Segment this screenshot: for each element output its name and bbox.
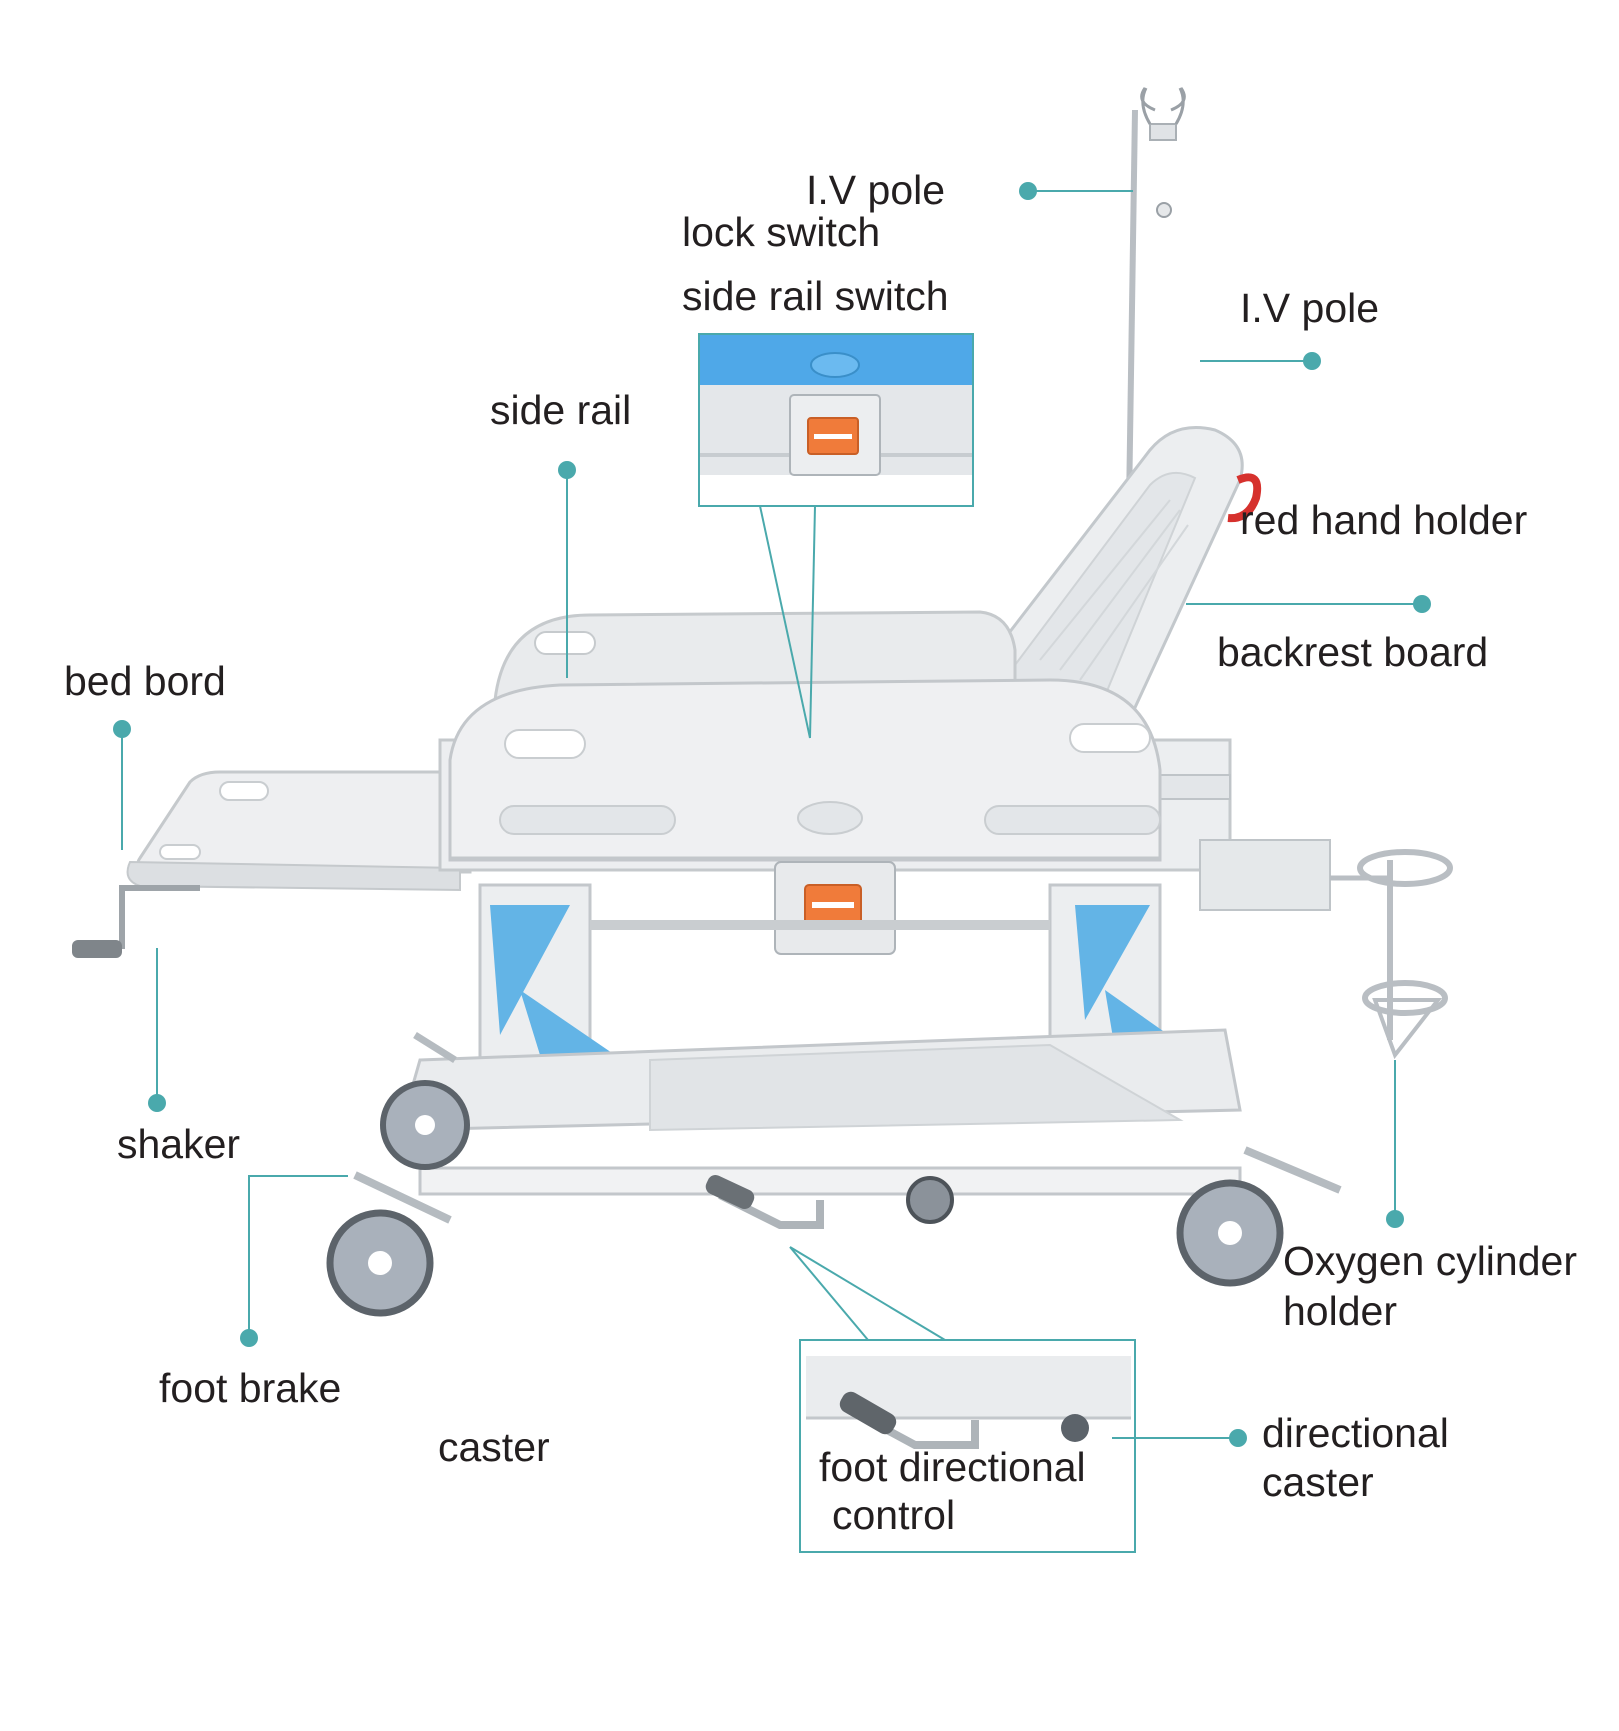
- casters: [326, 1080, 1284, 1317]
- label-foot-directional-line2: control: [832, 1492, 956, 1538]
- label-directional-caster-line1: directional: [1262, 1410, 1449, 1456]
- callout-dot-directional-caster: [1229, 1429, 1247, 1447]
- label-red-hand-holder: red hand holder: [1240, 497, 1528, 543]
- label-shaker: shaker: [117, 1121, 241, 1167]
- callout-dot-iv-pole-right: [1303, 352, 1321, 370]
- label-side-rail-switch: side rail switch: [682, 273, 949, 319]
- base-tray: [397, 1028, 1242, 1196]
- callouts: [121, 190, 1422, 1439]
- oxygen-cylinder-holder: [1330, 849, 1453, 1060]
- label-backrest-board: backrest board: [1217, 629, 1489, 675]
- bed-board: [126, 770, 472, 892]
- label-bed-bord: bed bord: [64, 658, 226, 704]
- callout-dot-foot-brake: [240, 1329, 258, 1347]
- label-caster: caster: [438, 1424, 550, 1470]
- callout-dot-side-rail: [558, 461, 576, 479]
- callout-dot-backrest-board: [1413, 595, 1431, 613]
- label-foot-brake: foot brake: [159, 1365, 342, 1411]
- side-rail-switch: [774, 861, 896, 955]
- foot-directional-pedal: [705, 1175, 824, 1229]
- label-side-rail: side rail: [490, 387, 632, 433]
- inset-foot-directional-control: [799, 1339, 1136, 1553]
- label-lock-switch: lock switch: [682, 209, 881, 255]
- callout-dot-bed-bord: [113, 720, 131, 738]
- label-directional-caster-line2: caster: [1262, 1459, 1374, 1505]
- inset-side-rail-switch: [698, 333, 974, 507]
- label-oxygen-cylinder-line2: holder: [1283, 1288, 1397, 1334]
- label-oxygen-cylinder-line1: Oxygen cylinder: [1283, 1238, 1577, 1284]
- callout-dots: [113, 182, 1431, 1447]
- backrest-board: [962, 426, 1262, 742]
- callout-dot-shaker: [148, 1094, 166, 1112]
- callout-dot-iv-pole-top: [1019, 182, 1037, 200]
- label-iv-pole-top: I.V pole: [806, 167, 946, 213]
- far-side-rail: [493, 610, 1017, 702]
- stretcher-illustration: [72, 87, 1453, 1317]
- label-iv-pole-right: I.V pole: [1240, 285, 1380, 331]
- shaker-crank: [72, 885, 200, 958]
- callout-dot-oxygen: [1386, 1210, 1404, 1228]
- label-foot-directional-line1: foot directional: [819, 1444, 1086, 1490]
- near-side-rail: [448, 678, 1162, 862]
- foot-brake-levers: [353, 1032, 1342, 1224]
